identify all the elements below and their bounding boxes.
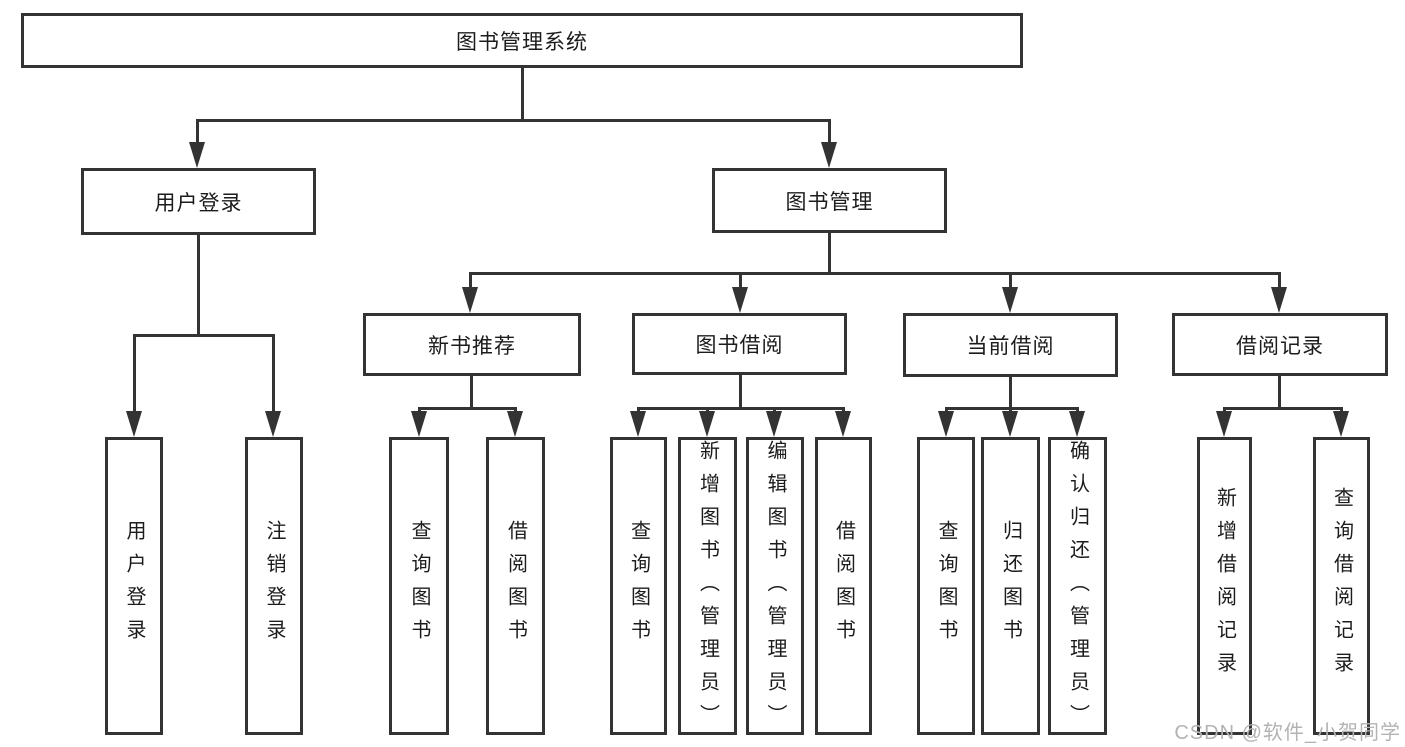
- leaf-label: 归还图书: [999, 520, 1022, 652]
- arrowhead-leaf: [938, 411, 954, 437]
- node-new-book-recommend: 新书推荐: [363, 313, 581, 376]
- arrowhead-leaf: [630, 411, 646, 437]
- connector-new-books-rail: [418, 407, 517, 410]
- leaf-borrow-books: 借阅图书: [815, 437, 872, 735]
- connector-user-login-stem: [197, 235, 200, 336]
- connector-book-mgmt-stem: [828, 233, 831, 274]
- connector-drop-new-books: [469, 272, 472, 289]
- connector-book-borrow-stem: [739, 375, 742, 409]
- connector-drop-borrow-records: [1278, 272, 1281, 289]
- arrowhead-leaf: [1069, 411, 1085, 437]
- arrowhead-leaf: [507, 411, 523, 437]
- arrowhead-new-books: [462, 287, 478, 313]
- connector-borrow-records-rail: [1223, 407, 1343, 410]
- node-book-management-label: 图书管理: [785, 190, 874, 214]
- connector-borrow-records-stem: [1278, 376, 1281, 409]
- connector-level2-rail: [197, 119, 831, 122]
- node-new-book-recommend-label: 新书推荐: [428, 334, 516, 358]
- arrowhead-leaf: [1002, 411, 1018, 437]
- connector-drop-book-mgmt: [828, 119, 831, 146]
- arrowhead-leaf: [699, 411, 715, 437]
- leaf-label: 查询图书: [408, 520, 430, 652]
- arrowhead-current-borrow: [1002, 287, 1018, 313]
- csdn-watermark: CSDN @软件_小贺同学: [1174, 722, 1401, 744]
- connector-current-borrow-stem: [1009, 377, 1012, 409]
- node-current-borrowing: 当前借阅: [903, 313, 1118, 377]
- arrowhead-leaf: [835, 411, 851, 437]
- connector-drop-book-borrow: [739, 272, 742, 289]
- leaf-label: 新增图书（管理员）: [696, 440, 719, 737]
- leaf-confirm-return-admin: 确认归还（管理员）: [1048, 437, 1107, 737]
- leaf-logout: 注销登录: [245, 437, 303, 735]
- connector-user-login-rail: [133, 334, 275, 337]
- leaf-add-borrow-record: 新增借阅记录: [1197, 437, 1252, 735]
- leaf-query-borrow-record: 查询借阅记录: [1313, 437, 1370, 735]
- leaf-label: 新增借阅记录: [1213, 487, 1236, 685]
- leaf-logout-label: 注销登录: [263, 520, 285, 652]
- connector-book-borrow-rail: [637, 407, 844, 410]
- connector-root-stem: [521, 68, 524, 121]
- leaf-label: 借阅图书: [504, 520, 527, 652]
- node-user-login-label: 用户登录: [154, 191, 243, 215]
- leaf-label: 查询图书: [935, 520, 957, 652]
- arrowhead-leaf-login: [126, 411, 142, 437]
- leaf-user-login: 用户登录: [105, 437, 163, 735]
- leaf-query-books-borrowing: 查询图书: [610, 437, 667, 735]
- leaf-query-books-current: 查询图书: [917, 437, 975, 735]
- leaf-add-books-admin: 新增图书（管理员）: [678, 437, 737, 737]
- leaf-user-login-label: 用户登录: [123, 520, 145, 652]
- arrowhead-borrow-records: [1271, 287, 1287, 313]
- node-book-borrowing: 图书借阅: [632, 313, 847, 375]
- leaf-borrow-books-recommend: 借阅图书: [486, 437, 545, 735]
- node-user-login: 用户登录: [81, 168, 316, 235]
- connector-drop-leaf-login: [133, 334, 136, 413]
- node-book-management: 图书管理: [712, 168, 947, 233]
- arrowhead-book-borrow: [732, 287, 748, 313]
- leaf-return-books: 归还图书: [981, 437, 1040, 735]
- node-root-library-system: 图书管理系统: [21, 13, 1023, 68]
- node-borrow-records-label: 借阅记录: [1236, 334, 1324, 358]
- connector-level3-rail: [469, 272, 1281, 275]
- arrowhead-book-mgmt: [821, 142, 837, 168]
- connector-drop-leaf-logout: [272, 334, 275, 413]
- leaf-label: 编辑图书（管理员）: [764, 440, 786, 737]
- node-root-label: 图书管理系统: [456, 30, 588, 54]
- leaf-label: 确认归还（管理员）: [1066, 440, 1089, 737]
- connector-drop-user-login: [196, 119, 199, 146]
- arrowhead-leaf-logout: [265, 411, 281, 437]
- arrowhead-leaf: [766, 411, 782, 437]
- arrowhead-leaf: [1333, 411, 1349, 437]
- node-borrow-records: 借阅记录: [1172, 313, 1388, 376]
- leaf-edit-books-admin: 编辑图书（管理员）: [746, 437, 804, 737]
- leaf-label: 查询图书: [627, 520, 650, 652]
- node-current-borrowing-label: 当前借阅: [966, 335, 1055, 358]
- leaf-label: 借阅图书: [832, 520, 855, 652]
- arrowhead-leaf: [1216, 411, 1232, 437]
- arrowhead-user-login: [189, 142, 205, 168]
- connector-new-books-stem: [470, 376, 473, 409]
- node-book-borrowing-label: 图书借阅: [695, 334, 784, 357]
- leaf-query-books-recommend: 查询图书: [389, 437, 449, 735]
- arrowhead-leaf: [411, 411, 427, 437]
- leaf-label: 查询借阅记录: [1330, 487, 1353, 685]
- connector-drop-current-borrow: [1009, 272, 1012, 289]
